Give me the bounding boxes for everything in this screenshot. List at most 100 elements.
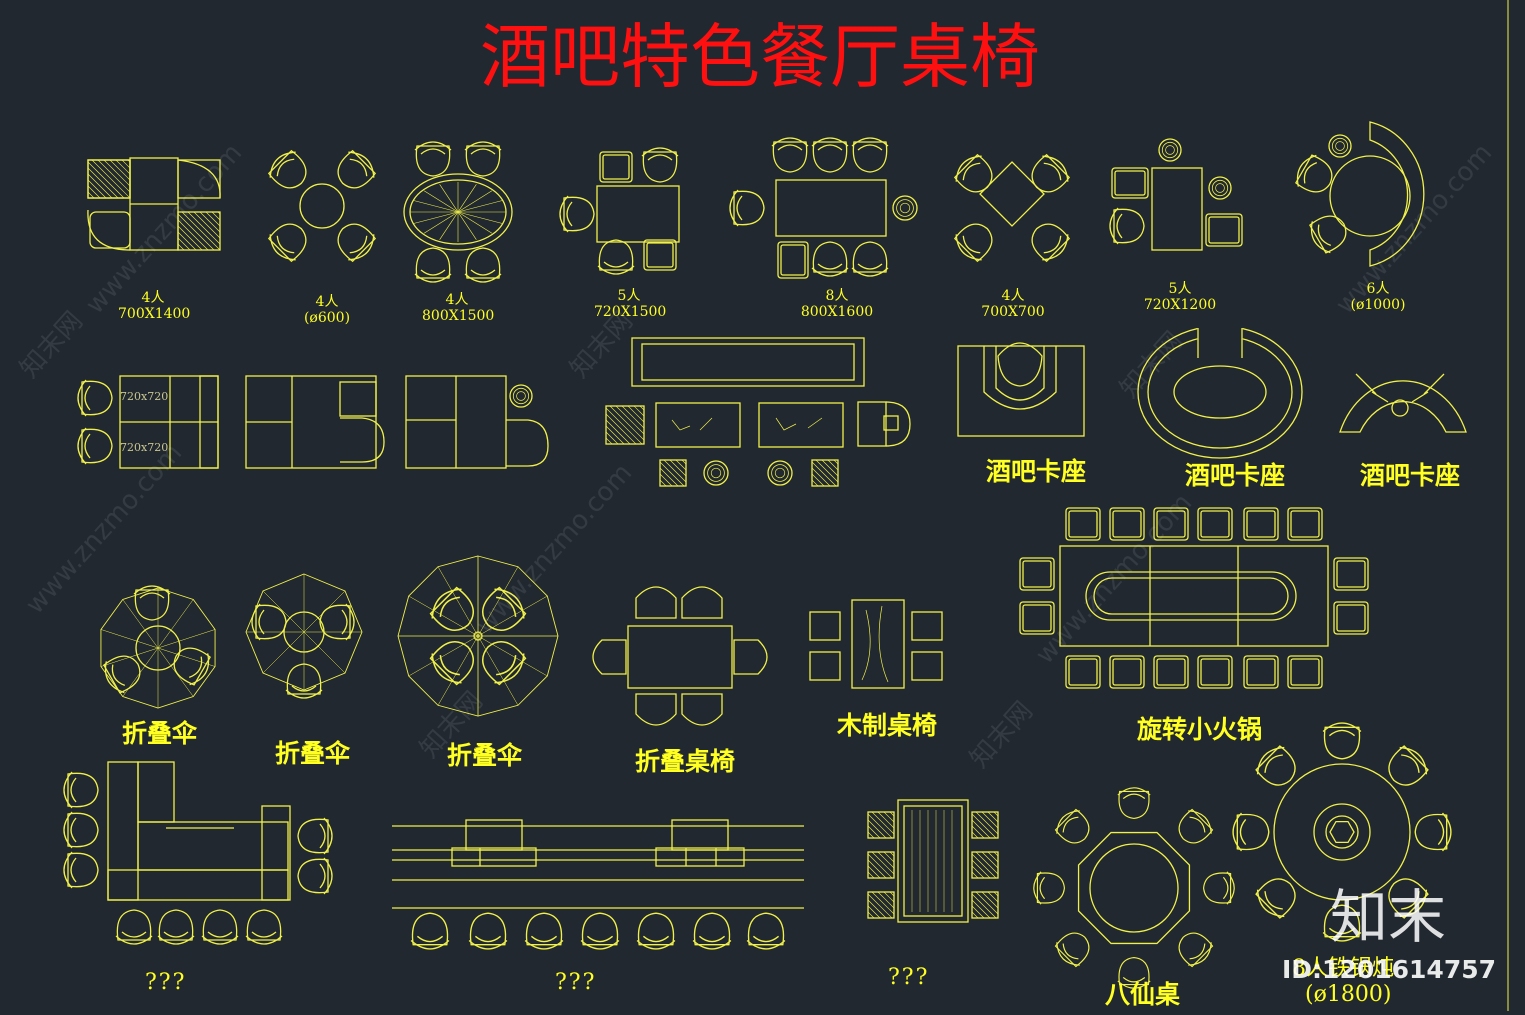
chair xyxy=(173,647,211,686)
chair xyxy=(851,241,889,277)
chair xyxy=(1033,871,1065,905)
watermark-id: ID:1201614757 xyxy=(1282,955,1497,984)
chair xyxy=(297,857,333,895)
chair xyxy=(1255,878,1296,919)
wood-table-6-stools xyxy=(867,799,999,923)
table-set-8p-800x1600 xyxy=(729,137,918,279)
chair xyxy=(245,909,283,945)
booth-set-left xyxy=(77,375,219,469)
chair xyxy=(1388,878,1429,919)
chair xyxy=(251,603,287,641)
bar-booth-1 xyxy=(957,342,1085,437)
table-set-5p-720x1200 xyxy=(1109,138,1243,251)
wood-table-set xyxy=(809,599,943,689)
chair xyxy=(115,909,153,945)
chair xyxy=(1322,722,1362,760)
umbrella-set-1 xyxy=(100,585,216,709)
watermark-logo: 知末 xyxy=(1330,883,1447,951)
table-set-4p-700x1400 xyxy=(87,157,221,251)
chair xyxy=(337,149,377,189)
caption-umbrella-3: 折叠伞 xyxy=(447,741,523,770)
chair xyxy=(63,811,99,849)
table-set-4p-round-600 xyxy=(267,149,377,263)
table-set-4p-700x700 xyxy=(953,153,1071,263)
caption-wood-set: 木制桌椅 xyxy=(837,711,938,740)
umbrella-set-2 xyxy=(245,573,363,699)
booth-dim-label-1: 720x720 xyxy=(120,390,169,403)
long-bar-counter xyxy=(392,819,804,950)
chair xyxy=(1309,215,1347,254)
table-set-4p-oval-800x1500 xyxy=(403,141,513,283)
chair xyxy=(77,427,113,465)
chair xyxy=(1054,808,1090,844)
chair xyxy=(63,771,99,809)
chair xyxy=(1203,871,1235,905)
chair xyxy=(580,912,620,950)
chair xyxy=(636,912,676,950)
booth-set-middle xyxy=(245,375,385,469)
table-set-6p-round-1000 xyxy=(1295,121,1425,267)
chair xyxy=(953,223,993,263)
chair xyxy=(692,912,732,950)
booth-set-right xyxy=(405,375,549,469)
chair xyxy=(429,640,475,686)
chair xyxy=(267,149,307,189)
caption-folding-set: 折叠桌椅 xyxy=(635,747,736,776)
spec-label-8: 6人(ø1000) xyxy=(1350,281,1406,313)
chair xyxy=(1232,812,1270,852)
u-shaped-bar-counter xyxy=(63,761,333,945)
caption-unknown-2: ??? xyxy=(555,970,597,995)
table-set-5p-720x1500 xyxy=(559,147,680,275)
caption-unknown-3: ??? xyxy=(888,965,930,990)
chair xyxy=(1117,787,1151,819)
bar-booth-2 xyxy=(1137,323,1303,459)
caption-wok-label: 8人铁锅炖 xyxy=(1292,956,1394,981)
chair xyxy=(201,909,239,945)
folding-table-set xyxy=(592,586,768,726)
caption-umbrella-2: 折叠伞 xyxy=(275,739,351,768)
caption-bar-booth-2: 酒吧卡座 xyxy=(1185,461,1286,490)
chair xyxy=(77,379,113,417)
chair xyxy=(1414,812,1452,852)
caption-bar-booth-1: 酒吧卡座 xyxy=(986,457,1087,486)
chair xyxy=(729,189,765,227)
caption-umbrella-1: 折叠伞 xyxy=(122,719,198,748)
chair xyxy=(414,141,452,177)
chair xyxy=(597,239,635,275)
chair xyxy=(1255,745,1296,786)
rotating-hotpot-table xyxy=(1019,507,1369,689)
chair xyxy=(1031,153,1071,193)
chair xyxy=(464,247,502,283)
chair xyxy=(297,817,333,855)
caption-unknown-1: ??? xyxy=(145,970,187,995)
chair xyxy=(1295,154,1333,193)
chair xyxy=(746,912,786,950)
chair xyxy=(1117,957,1151,989)
chair xyxy=(1322,904,1362,942)
chair xyxy=(267,223,307,263)
caption-wok-size: (ø1800) xyxy=(1305,982,1392,1007)
chair xyxy=(1178,808,1214,844)
chair xyxy=(414,247,452,283)
chair xyxy=(464,141,502,177)
iron-wok-table-8p xyxy=(1232,722,1452,942)
caption-eight-immortals: 八仙桌 xyxy=(1105,980,1181,1009)
chair xyxy=(953,153,993,193)
chair xyxy=(641,147,679,183)
chair xyxy=(481,586,527,632)
chair xyxy=(481,640,527,686)
chair xyxy=(410,912,450,950)
chair xyxy=(285,663,323,699)
chair xyxy=(1031,223,1071,263)
chair xyxy=(851,137,889,173)
chair xyxy=(524,912,564,950)
chair xyxy=(1109,207,1145,245)
chair xyxy=(771,137,809,173)
